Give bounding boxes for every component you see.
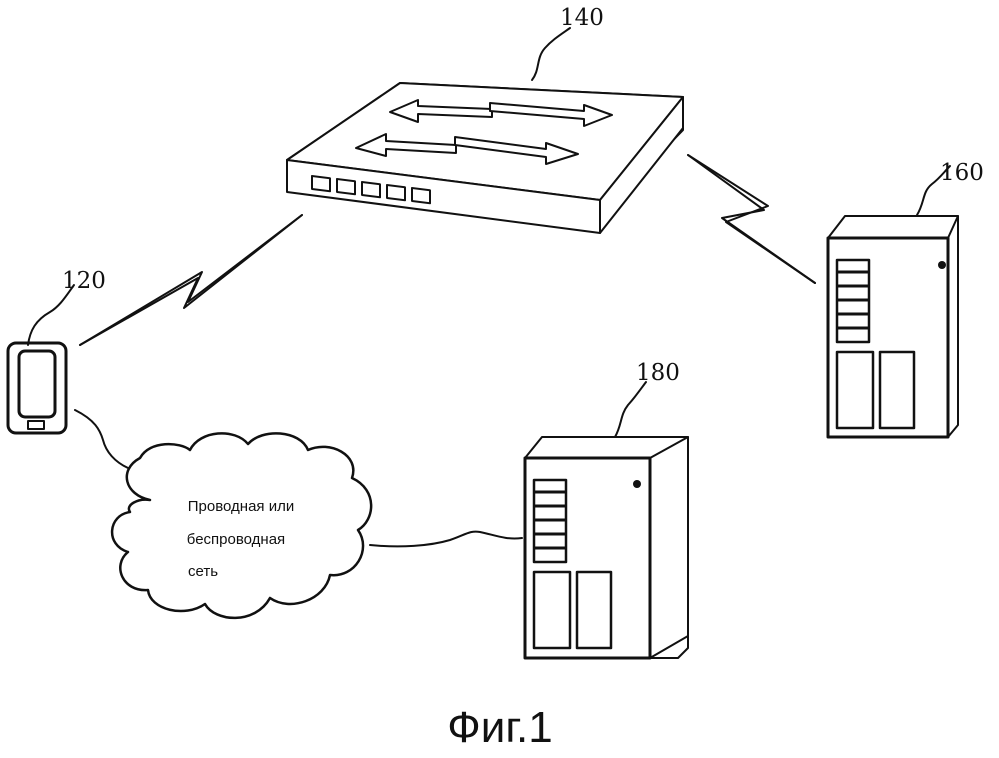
router-switch-icon [287, 83, 683, 233]
cloud-label-line1: Проводная или [188, 498, 294, 515]
wireless-link-phone-router [80, 215, 302, 345]
label-120: 120 [62, 268, 106, 294]
label-180: 180 [636, 360, 680, 386]
cloud-label-line3: сеть [188, 563, 218, 580]
network-cloud-icon: Проводная или беспроводная сеть [112, 433, 371, 618]
server-icon-160 [828, 216, 958, 437]
mobile-phone-icon [8, 343, 66, 433]
figure-caption: Фиг.1 [447, 703, 552, 752]
label-160: 160 [940, 160, 984, 186]
leader-line-120 [28, 285, 74, 345]
label-140: 140 [560, 5, 604, 31]
wired-link-cloud-server [370, 532, 522, 547]
leader-line-180 [615, 382, 646, 437]
wireless-link-router-server [688, 155, 815, 283]
cloud-label-line2: беспроводная [187, 531, 285, 548]
server-icon-180 [525, 437, 688, 658]
leader-line-140 [532, 28, 570, 80]
